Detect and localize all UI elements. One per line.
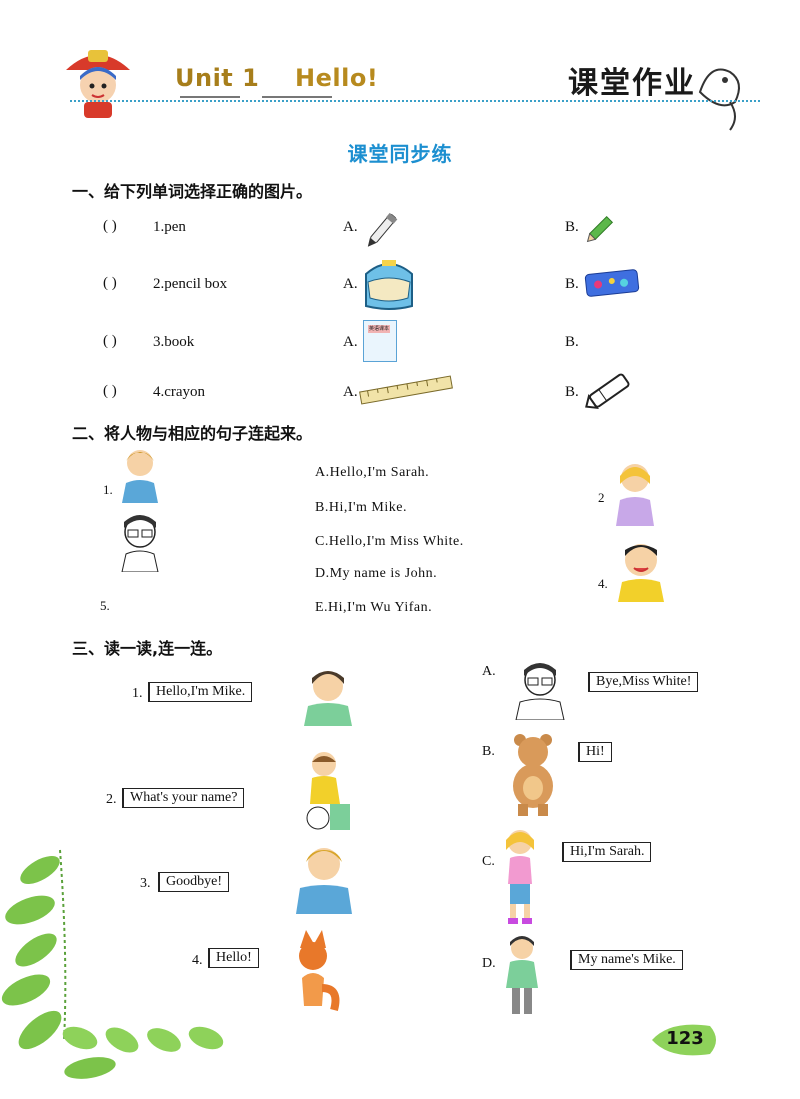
bear-figure xyxy=(502,732,566,820)
speech-bubble: Hi! xyxy=(578,742,612,762)
header-right-title: 课堂作业 xyxy=(568,66,696,101)
question-item: 1.pen xyxy=(153,219,186,235)
option-letter: B. xyxy=(482,744,495,759)
mascot-icon xyxy=(58,40,138,120)
option-a-label: A. xyxy=(343,219,358,235)
person-2-figure xyxy=(610,458,660,530)
backpack-icon xyxy=(358,254,420,316)
unit-label: Unit 1 xyxy=(175,64,260,92)
girl-sarah-figure xyxy=(498,826,542,928)
page-title: 课堂同步练 xyxy=(347,142,453,166)
unit-name: Hello! xyxy=(295,64,379,92)
page-number: 123 xyxy=(666,1028,704,1049)
book-cover-label: 英语课本 xyxy=(368,325,390,333)
answer-paren[interactable]: ( ) xyxy=(103,275,117,291)
person-4-figure xyxy=(612,538,670,606)
option-letter: D. xyxy=(482,956,496,971)
pencil-box-icon xyxy=(584,266,640,304)
question-item: 3.book xyxy=(153,334,195,350)
bird-icon xyxy=(690,52,750,132)
question-item: 2.pencil box xyxy=(153,276,228,292)
sentence-a: A.Hello,I'm Sarah. xyxy=(315,465,430,480)
person-label: 4. xyxy=(598,576,608,591)
option-a-label: A. xyxy=(343,334,358,350)
speech-bubble: Bye,Miss White! xyxy=(588,672,699,692)
underline xyxy=(180,96,240,98)
fox-figure xyxy=(286,928,340,1016)
section1-heading: 一、给下列单词选择正确的图片。 xyxy=(72,182,313,201)
question-item: 4.crayon xyxy=(153,384,206,400)
person-label: 1. xyxy=(103,482,113,497)
dialog-number: 2. xyxy=(106,792,117,807)
dialog-number: 3. xyxy=(140,876,151,891)
leaf-row-icon xyxy=(60,1018,230,1072)
boy-ball-figure xyxy=(300,748,364,836)
man-glasses-figure xyxy=(512,658,568,724)
underline xyxy=(262,96,332,98)
book-icon: 英语课本 xyxy=(363,320,397,362)
header-dotted-line xyxy=(70,100,760,102)
option-b-label: B. xyxy=(565,219,579,235)
section2-heading: 二、将人物与相应的句子连起来。 xyxy=(72,424,313,443)
answer-paren[interactable]: ( ) xyxy=(103,333,117,349)
page-number-badge: 123 xyxy=(650,1020,720,1060)
person-label: 5. xyxy=(100,598,110,613)
pen-icon xyxy=(364,208,404,254)
option-b-label: B. xyxy=(565,384,579,400)
sentence-e: E.Hi,I'm Wu Yifan. xyxy=(315,600,433,615)
person-label: 2 xyxy=(598,490,605,505)
boy-standing-figure xyxy=(498,934,548,1022)
speech-bubble: Goodbye! xyxy=(158,872,229,892)
speech-bubble: What's your name? xyxy=(122,788,245,808)
person-3-figure xyxy=(118,510,164,576)
pencil-icon xyxy=(585,212,617,248)
section3-heading: 三、读一读,连一连。 xyxy=(72,639,223,658)
sentence-b: B.Hi,I'm Mike. xyxy=(315,500,407,515)
person-1-figure xyxy=(118,445,164,507)
speech-bubble: My name's Mike. xyxy=(570,950,683,970)
speech-bubble: Hello,I'm Mike. xyxy=(148,682,253,702)
option-b-label: B. xyxy=(565,276,579,292)
ruler-icon xyxy=(358,374,454,410)
leaf-decoration-icon xyxy=(0,840,140,1099)
option-a-label: A. xyxy=(343,384,358,400)
miss-white-figure xyxy=(290,840,362,918)
unit-title: Unit 1 Hello! xyxy=(175,64,378,92)
option-b-label: B. xyxy=(565,334,579,350)
sentence-d: D.My name is John. xyxy=(315,566,438,581)
answer-paren[interactable]: ( ) xyxy=(103,218,117,234)
boy-mike-figure xyxy=(298,664,358,730)
option-letter: A. xyxy=(482,664,496,679)
crayon-icon xyxy=(582,372,636,416)
dialog-number: 4. xyxy=(192,953,203,968)
speech-bubble: Hello! xyxy=(208,948,259,968)
option-letter: C. xyxy=(482,854,495,869)
speech-bubble: Hi,I'm Sarah. xyxy=(562,842,652,862)
dialog-number: 1. xyxy=(132,686,143,701)
option-a-label: A. xyxy=(343,276,358,292)
sentence-c: C.Hello,I'm Miss White. xyxy=(315,534,464,549)
answer-paren[interactable]: ( ) xyxy=(103,383,117,399)
